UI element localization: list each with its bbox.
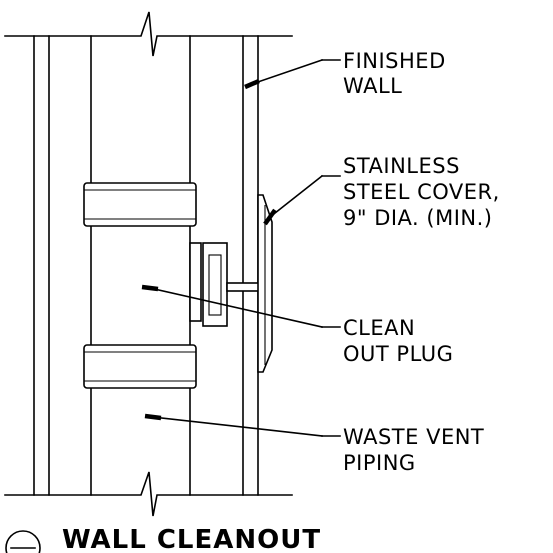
upper-pipe-coupling — [83, 182, 197, 227]
leader-finished-wall — [244, 58, 341, 90]
lower-pipe-coupling — [83, 344, 197, 389]
label-clean-out-plug-line1: CLEAN — [343, 316, 415, 340]
detail-title-block: WALL CLEANOUT — [5, 525, 321, 553]
clean-out-plug — [189, 242, 260, 327]
waste-vent-pipe — [90, 35, 191, 496]
detail-reference-bubble — [5, 530, 41, 553]
label-clean-out-plug-line2: OUT PLUG — [343, 342, 453, 366]
label-stainless-cover-line2: STEEL COVER, — [343, 180, 500, 204]
label-stainless-cover-line3: 9" DIA. (MIN.) — [343, 206, 493, 230]
top-break-line — [4, 11, 293, 57]
detail-title: WALL CLEANOUT — [62, 525, 321, 553]
label-waste-vent-piping: WASTE VENT PIPING — [343, 425, 491, 475]
label-stainless-cover: STAINLESS STEEL COVER, 9" DIA. (MIN.) — [343, 154, 507, 230]
label-clean-out-plug: CLEAN OUT PLUG — [343, 316, 453, 366]
leader-clean-out-plug — [141, 284, 341, 328]
label-waste-vent-piping-line1: WASTE VENT — [343, 425, 484, 449]
label-finished-wall-line2: WALL — [343, 74, 402, 98]
label-waste-vent-piping-line2: PIPING — [343, 451, 416, 475]
label-finished-wall-line1: FINISHED — [343, 49, 446, 73]
bottom-break-line — [4, 471, 293, 517]
label-stainless-cover-line1: STAINLESS — [343, 154, 460, 178]
finished-wall — [242, 35, 259, 496]
leader-stainless-cover — [263, 174, 341, 226]
stainless-steel-cover — [257, 194, 273, 373]
label-finished-wall: FINISHED WALL — [343, 49, 453, 98]
leader-waste-vent-piping — [144, 413, 341, 437]
left-wall — [33, 35, 50, 496]
